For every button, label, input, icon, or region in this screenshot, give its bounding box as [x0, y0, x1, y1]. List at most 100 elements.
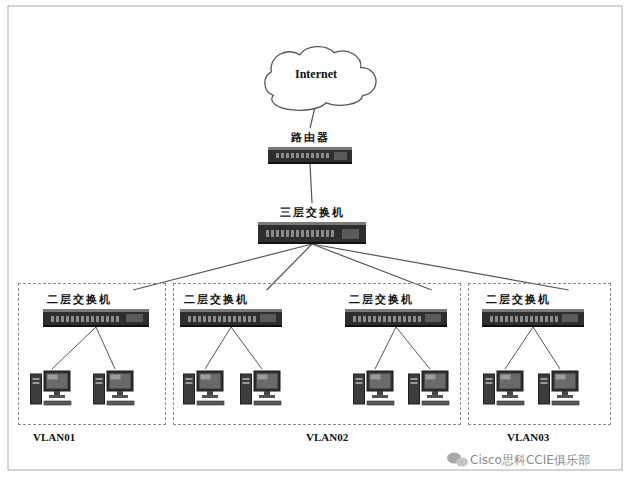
device-top	[43, 309, 149, 312]
device-bottom	[268, 162, 352, 164]
device-port	[540, 316, 543, 322]
device-port	[188, 316, 191, 322]
pc-wire	[231, 327, 262, 369]
vlan-label: VLAN01	[33, 431, 75, 443]
l2-switch: 二层交换机	[180, 290, 282, 327]
device-icon	[258, 222, 366, 244]
device-panel	[126, 314, 143, 322]
device-port	[116, 316, 119, 322]
device-port	[91, 316, 94, 322]
pc-wires	[52, 327, 560, 369]
device-port	[555, 316, 558, 322]
device-label: 二层交换机	[349, 292, 414, 307]
cloud-label: Internet	[295, 67, 337, 82]
device-port	[353, 316, 356, 322]
device-port	[545, 316, 548, 322]
device-port	[378, 316, 381, 322]
device-port	[321, 153, 324, 158]
device-port	[495, 316, 498, 322]
device-port	[111, 316, 114, 322]
device-label: 三层交换机	[280, 205, 345, 220]
pc-wire	[505, 327, 533, 369]
device-label-row: 二层交换机	[180, 290, 282, 307]
device-port	[393, 316, 396, 322]
device-label-row: 二层交换机	[345, 290, 447, 307]
device-port	[520, 316, 523, 322]
device-bottom	[482, 325, 584, 327]
device-body	[43, 309, 149, 327]
device-icon	[43, 309, 149, 327]
device-icon	[180, 309, 282, 327]
device-bottom	[345, 325, 447, 327]
device-label-row: 三层交换机	[258, 203, 366, 220]
device-port	[66, 316, 69, 322]
pc-wire	[375, 327, 396, 369]
device-label-row: 二层交换机	[482, 290, 584, 307]
network-link	[310, 164, 312, 203]
pc-icon	[241, 371, 282, 405]
wechat-icon	[447, 453, 468, 467]
internet-cloud: Internet	[255, 42, 377, 106]
device-port	[388, 316, 391, 322]
vlan-label: VLAN03	[507, 431, 549, 443]
device-port	[326, 153, 329, 158]
device-port	[296, 153, 299, 158]
device-bottom	[43, 325, 149, 327]
device-top	[180, 309, 282, 312]
device-port	[383, 316, 386, 322]
device-port	[271, 230, 274, 237]
device-port	[301, 230, 304, 237]
device-port	[296, 230, 299, 237]
router-device: 路由器	[268, 128, 352, 164]
device-label-row: 二层交换机	[43, 290, 149, 307]
device-port	[203, 316, 206, 322]
device-port	[276, 153, 279, 158]
pc-icon	[184, 371, 225, 405]
pc-icon	[409, 371, 450, 405]
device-port	[291, 153, 294, 158]
device-icon	[345, 309, 447, 327]
device-port	[71, 316, 74, 322]
device-port	[106, 316, 109, 322]
device-port	[500, 316, 503, 322]
device-top	[268, 147, 352, 150]
device-body	[345, 309, 447, 327]
device-top	[482, 309, 584, 312]
device-port	[51, 316, 54, 322]
device-port	[306, 230, 309, 237]
device-icon	[268, 147, 352, 164]
device-port	[505, 316, 508, 322]
device-port	[76, 316, 79, 322]
device-port	[525, 316, 528, 322]
pc-icon	[354, 371, 395, 405]
device-port	[223, 316, 226, 322]
device-port	[311, 230, 314, 237]
device-port	[233, 316, 236, 322]
device-label-row: 路由器	[268, 128, 352, 145]
device-port	[198, 316, 201, 322]
device-port	[243, 316, 246, 322]
device-panel	[260, 314, 276, 322]
device-port	[331, 230, 334, 237]
l2-switch: 二层交换机	[43, 290, 149, 327]
device-port	[398, 316, 401, 322]
l2-switch: 二层交换机	[482, 290, 584, 327]
vlan-label: VLAN02	[306, 431, 348, 443]
device-port	[238, 316, 241, 322]
device-port	[61, 316, 64, 322]
device-port	[228, 316, 231, 322]
device-port	[403, 316, 406, 322]
device-port	[213, 316, 216, 322]
device-port	[86, 316, 89, 322]
device-port	[316, 153, 319, 158]
device-port	[208, 316, 211, 322]
pc-wire	[205, 327, 231, 369]
device-label: 二层交换机	[47, 292, 112, 307]
device-port	[96, 316, 99, 322]
device-top	[258, 222, 366, 225]
device-port	[81, 316, 84, 322]
vlan-region: VLAN02二层交换机二层交换机	[173, 283, 461, 425]
device-port	[193, 316, 196, 322]
device-port	[281, 230, 284, 237]
